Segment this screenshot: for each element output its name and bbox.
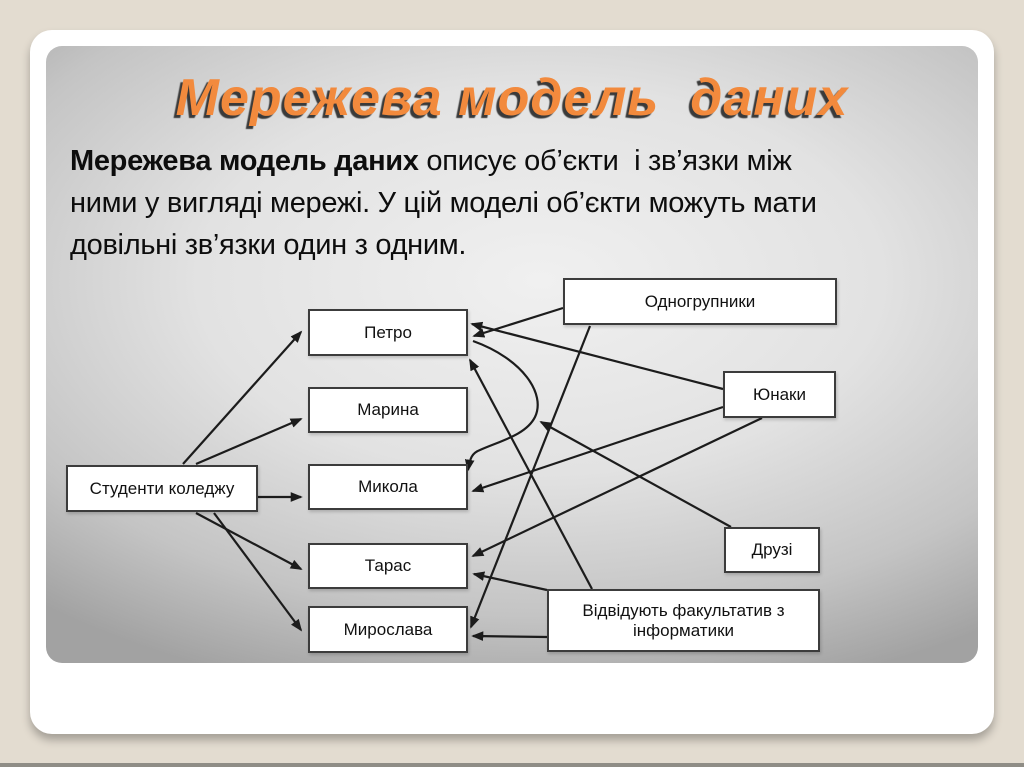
- node-label: Марина: [357, 400, 419, 419]
- node-label: Студенти коледжу: [89, 478, 235, 498]
- node-taras-box: Тарас: [308, 543, 468, 589]
- intro-line2: ними у вигляді мережі. У цій моделі об’є…: [70, 187, 817, 219]
- node-label: Юнаки: [753, 384, 806, 404]
- node-label: Микола: [358, 477, 418, 496]
- node-maryna-box: Марина: [308, 387, 468, 433]
- node-label: Відвідують факультатив з інформатики: [582, 600, 785, 640]
- node-odnohrupnyky-box: Одногрупники: [563, 278, 837, 325]
- page-title: Мережева модель даних: [175, 69, 849, 127]
- node-label: Друзі: [751, 540, 793, 559]
- node-fakultatyv-box: Відвідують факультатив з інформатики: [547, 589, 820, 652]
- node-myroslava-box: Мирослава: [308, 606, 468, 653]
- content-panel: [46, 46, 978, 663]
- node-petro-box: Петро: [308, 309, 468, 356]
- node-label: Одногрупники: [644, 291, 756, 311]
- node-mykola-box: Микола: [308, 464, 468, 510]
- node-label: Мирослава: [343, 619, 433, 639]
- intro-line1: описує об’єкти і зв’язки між: [418, 145, 792, 177]
- node-label: Петро: [364, 322, 412, 342]
- node-students-box: Студенти коледжу: [66, 465, 258, 512]
- node-druzi-box: Друзі: [724, 527, 820, 573]
- intro-bold-text: Мережева модель даних: [70, 145, 419, 177]
- slide-bottom-edge: [0, 763, 1024, 767]
- intro-line3: довільні зв’язки один з одним.: [70, 229, 467, 261]
- node-yunaky-box: Юнаки: [723, 371, 836, 418]
- intro-paragraph: Мережева модель даних описує об’єкти і з…: [70, 140, 980, 266]
- node-label: Тарас: [364, 556, 412, 575]
